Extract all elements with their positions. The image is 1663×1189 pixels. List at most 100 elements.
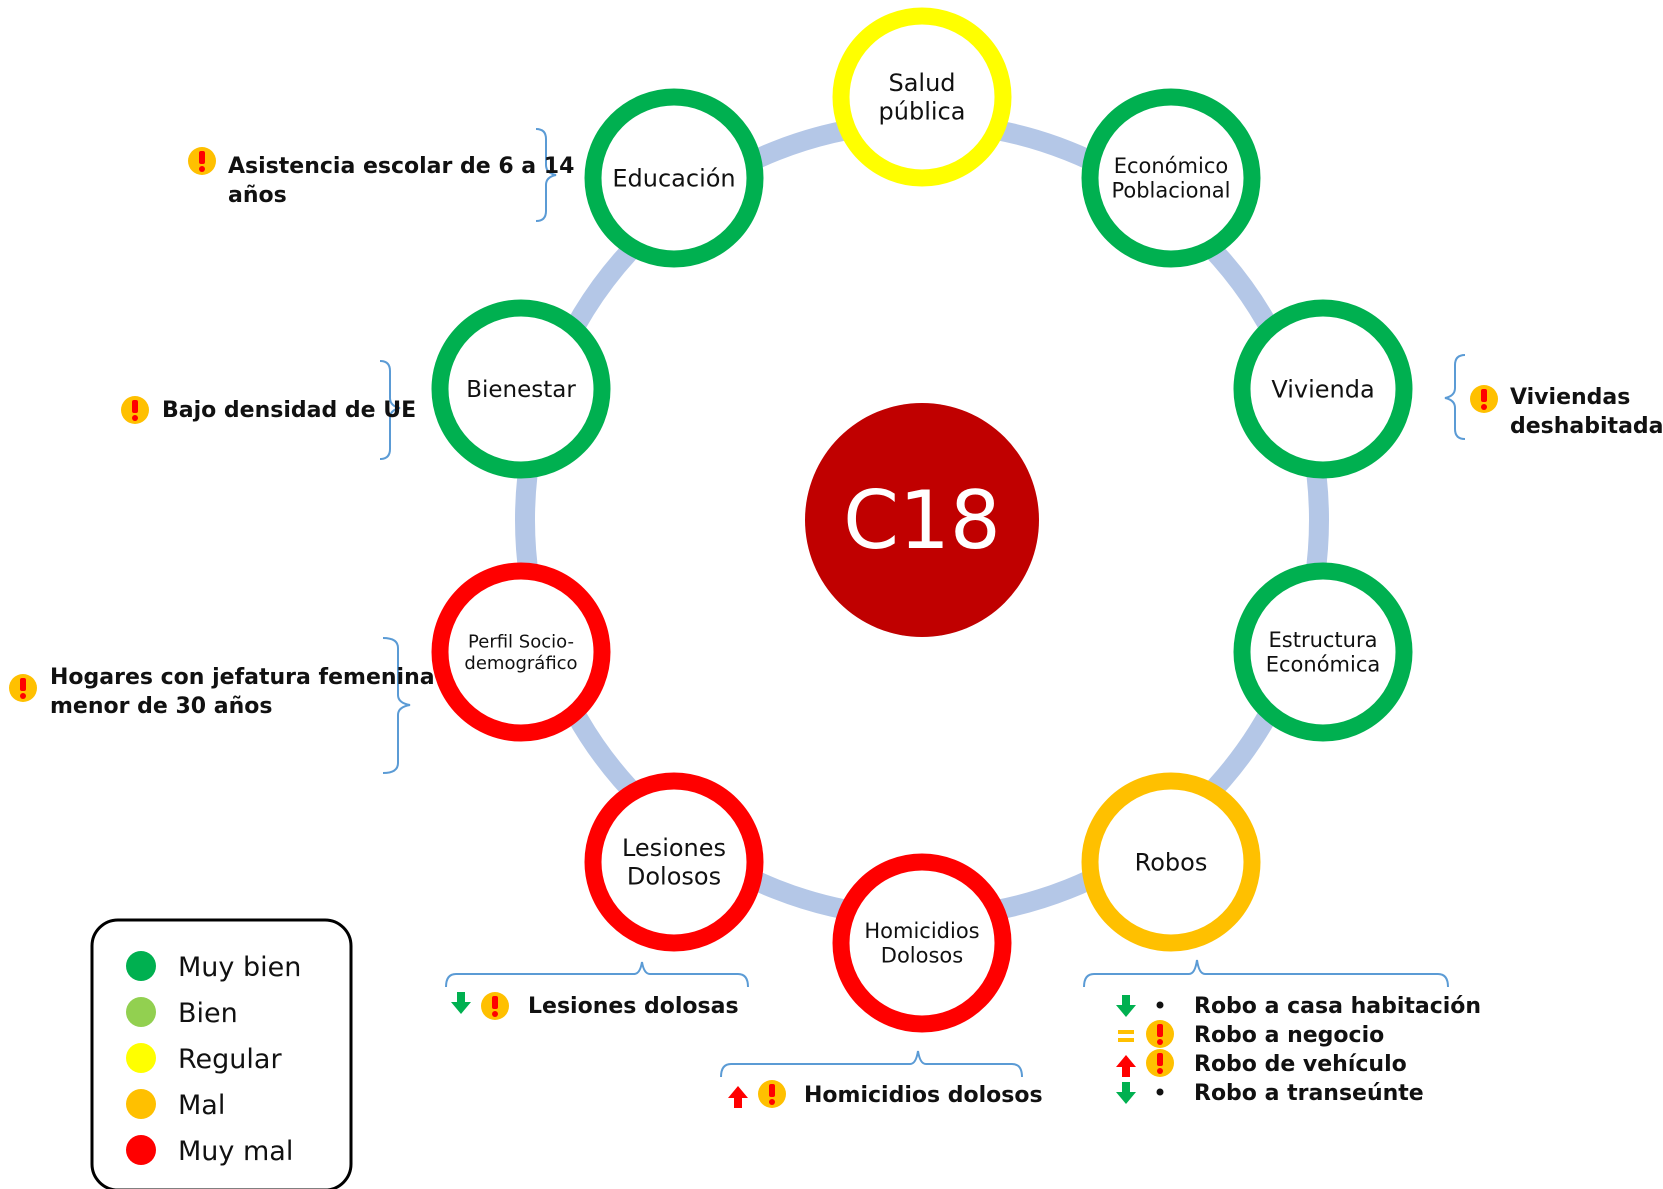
node-estructura-circle: [1233, 562, 1413, 742]
node-bienestar: Bienestar: [431, 299, 611, 479]
node-label-line: Poblacional: [1111, 179, 1230, 203]
bullet-dot: [1156, 1001, 1164, 1009]
note-bienestar-line-1: Bajo densidad de UE: [162, 398, 416, 423]
node-label-line: Vivienda: [1271, 375, 1374, 403]
node-economico-circle: [1081, 88, 1261, 268]
trend-down-icon: [1116, 995, 1136, 1017]
node-label-line: Lesiones: [622, 834, 726, 862]
node-bienestar-circle: [431, 299, 611, 479]
alert-icon: [481, 992, 509, 1020]
legend-item: Bien: [126, 997, 238, 1029]
node-vivienda-label: Vivienda: [1271, 375, 1374, 403]
bracket-homicidios: [720, 1050, 1023, 1078]
node-vivienda: Vivienda: [1233, 299, 1413, 479]
legend-label: Mal: [178, 1090, 225, 1121]
brackets: [379, 128, 1466, 1078]
node-label-line: Económico: [1114, 154, 1229, 178]
legend-item: Muy mal: [126, 1135, 293, 1167]
node-label-line: Estructura: [1269, 628, 1378, 652]
node-label-line: Robos: [1135, 848, 1208, 876]
node-perfil: Perfil Socio-demográfico: [431, 562, 611, 742]
bullet-dot: [1156, 1088, 1164, 1096]
svg-text:Lesiones dolosas: Lesiones dolosas: [528, 994, 739, 1019]
legend-swatch: [126, 1089, 156, 1119]
center-label: C18: [843, 474, 1001, 567]
bracket-robos: [1083, 959, 1449, 988]
note-bienestar: Bajo densidad de UE: [121, 396, 416, 424]
note-homicidios: Homicidios dolosos: [728, 1080, 1043, 1108]
bracket-perfil: [382, 637, 411, 774]
robos-item: Robo a transeúnte: [1116, 1081, 1424, 1106]
node-vivienda-circle: [1233, 299, 1413, 479]
alert-icon: [1470, 385, 1498, 413]
legend-item: Regular: [126, 1043, 282, 1075]
legend-label: Muy bien: [178, 952, 301, 983]
legend-swatch: [126, 1043, 156, 1073]
legend-swatch: [126, 951, 156, 981]
node-label-line: Bienestar: [466, 377, 576, 403]
note-perfil: Hogares con jefatura femenina menor de 3…: [9, 665, 442, 719]
node-salud-circle: [832, 7, 1012, 187]
svg-text:Asistencia escolar de 6 a 14: Asistencia escolar de 6 a 14 años: [228, 154, 582, 208]
note-vivienda-line-1: Viviendas: [1510, 385, 1630, 410]
node-bienestar-label: Bienestar: [466, 377, 576, 403]
legend-label: Regular: [178, 1044, 282, 1075]
legend-item: Muy bien: [126, 951, 301, 983]
node-educacion-circle: [584, 88, 764, 268]
node-robos-label: Robos: [1135, 848, 1208, 876]
trend-equal-icon: [1118, 1030, 1134, 1042]
alert-icon: [9, 674, 37, 702]
note-lesiones-line-1: Lesiones dolosas: [528, 994, 739, 1019]
center-circle: [805, 403, 1039, 637]
legend-swatch: [126, 997, 156, 1027]
robos-item: Robo a negocio: [1118, 1020, 1384, 1048]
node-label-line: Educación: [612, 164, 735, 192]
svg-text:Homicidios dolosos: Homicidios dolosos: [804, 1083, 1043, 1108]
node-perfil-label: Perfil Socio-demográfico: [464, 632, 577, 674]
robos-item-label: Robo a negocio: [1194, 1023, 1384, 1048]
robos-item-label: Robo de vehículo: [1194, 1052, 1407, 1077]
robos-item: Robo a casa habitación: [1116, 994, 1481, 1019]
svg-text:Bajo densidad de UE: Bajo densidad de UE: [162, 398, 416, 423]
node-label-line: Salud: [888, 69, 955, 97]
note-educacion-line-1: Asistencia escolar de 6 a 14: [228, 154, 574, 179]
alert-icon: [758, 1080, 786, 1108]
node-robos: Robos: [1081, 772, 1261, 952]
node-perfil-circle: [431, 562, 611, 742]
svg-text:Viviendas deshabitadas: Viviendas deshabitadas: [1510, 385, 1663, 439]
alert-icon: [121, 396, 149, 424]
trend-up-icon: [728, 1086, 748, 1108]
bracket-educacion: [535, 128, 557, 222]
bracket-bienestar: [379, 360, 401, 460]
robos-item-label: Robo a casa habitación: [1194, 994, 1481, 1019]
node-lesiones-circle: [584, 772, 764, 952]
note-vivienda-line-2: deshabitadas: [1510, 414, 1663, 439]
node-label-line: Dolosos: [627, 863, 721, 891]
robos-item-label: Robo a transeúnte: [1194, 1081, 1424, 1106]
trend-down-icon: [1116, 1082, 1136, 1104]
node-robos-circle: [1081, 772, 1261, 952]
legend-label: Muy mal: [178, 1136, 293, 1167]
svg-text:Hogares con jefatura femenina: Hogares con jefatura femenina menor de 3…: [50, 665, 442, 719]
trend-up-icon: [1116, 1055, 1136, 1077]
legend-label: Bien: [178, 998, 238, 1029]
note-educacion-line-2: años: [228, 183, 287, 208]
node-label-line: pública: [879, 98, 966, 126]
trend-down-icon: [451, 992, 471, 1014]
node-homicidios-circle: [832, 853, 1012, 1033]
bracket-lesiones: [445, 961, 749, 988]
robos-item: Robo de vehículo: [1116, 1049, 1407, 1077]
note-homicidios-line-1: Homicidios dolosos: [804, 1083, 1043, 1108]
bracket-vivienda: [1444, 354, 1466, 440]
node-label-line: Dolosos: [881, 944, 963, 968]
